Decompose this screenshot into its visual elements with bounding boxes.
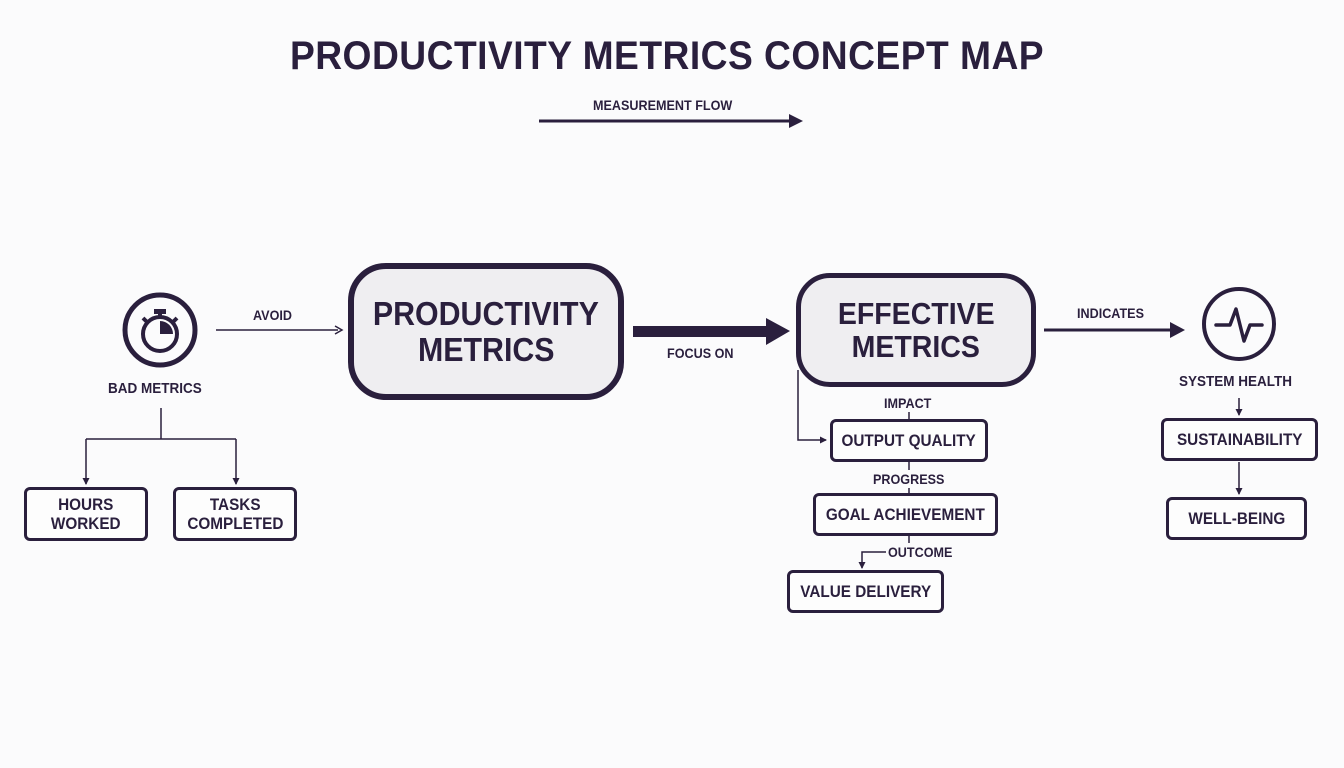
bad-metrics-label: BAD METRICS (108, 380, 202, 397)
indicates-label: INDICATES (1077, 305, 1144, 321)
indicates-arrow (1044, 322, 1185, 338)
focus-on-arrow (633, 318, 790, 345)
legend-arrow-icon (539, 114, 803, 128)
value-delivery-node: VALUE DELIVERY (787, 570, 944, 613)
effective-metrics-line2: METRICS (851, 329, 981, 364)
well-being-node: WELL-BEING (1166, 497, 1307, 540)
effective-metrics-line1: EFFECTIVE (837, 296, 995, 331)
pulse-icon (1200, 285, 1278, 363)
focus-on-label: FOCUS ON (667, 345, 734, 361)
stopwatch-icon (121, 291, 199, 369)
legend-label: MEASUREMENT FLOW (593, 97, 733, 113)
value-delivery-label: VALUE DELIVERY (800, 582, 931, 601)
outcome-label: OUTCOME (888, 544, 953, 560)
productivity-metrics-line1: PRODUCTIVITY (372, 294, 600, 332)
goal-achievement-label: GOAL ACHIEVEMENT (826, 505, 985, 524)
tasks-completed-node: TASKS COMPLETED (173, 487, 297, 541)
avoid-label: AVOID (253, 307, 292, 323)
avoid-arrow (216, 325, 344, 335)
system-health-label: SYSTEM HEALTH (1179, 373, 1293, 390)
hours-worked-line1: HOURS (58, 495, 114, 514)
output-quality-node: OUTPUT QUALITY (830, 419, 988, 462)
tasks-completed-line1: TASKS (209, 495, 261, 514)
output-quality-label: OUTPUT QUALITY (841, 431, 977, 450)
productivity-metrics-node: PRODUCTIVITY METRICS (348, 263, 624, 400)
hours-worked-node: HOURS WORKED (24, 487, 148, 541)
impact-label: IMPACT (884, 395, 932, 411)
goal-achievement-node: GOAL ACHIEVEMENT (813, 493, 998, 536)
progress-label: PROGRESS (873, 471, 945, 487)
sustainability-label: SUSTAINABILITY (1176, 430, 1303, 449)
well-being-label: WELL-BEING (1188, 509, 1285, 528)
productivity-metrics-line2: METRICS (417, 330, 555, 368)
page-title: PRODUCTIVITY METRICS CONCEPT MAP (289, 34, 1045, 78)
effective-branch (797, 370, 910, 569)
hours-worked-line2: WORKED (51, 514, 121, 533)
bad-metrics-branch (82, 408, 240, 485)
tasks-completed-line2: COMPLETED (186, 514, 284, 533)
effective-metrics-node: EFFECTIVE METRICS (796, 273, 1036, 387)
sustainability-node: SUSTAINABILITY (1161, 418, 1318, 461)
